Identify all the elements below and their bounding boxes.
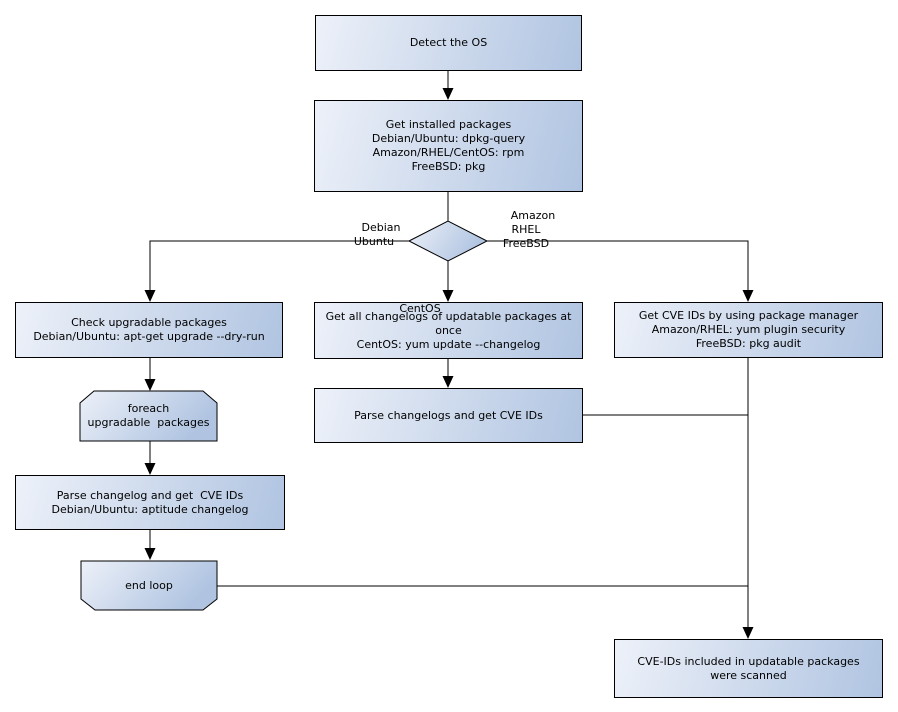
node-end-loop: end loop: [81, 561, 217, 610]
node-get-installed-packages-label: Get installed packages Debian/Ubuntu: dp…: [371, 118, 526, 173]
node-parse-changelogs: Parse changelogs and get CVE IDs: [314, 388, 583, 443]
node-parse-changelogs-label: Parse changelogs and get CVE IDs: [354, 408, 543, 422]
node-parse-changelog-each: Parse changelog and get CVE IDs Debian/U…: [15, 475, 285, 530]
node-get-all-changelogs-label: Get all changelogs of updatable packages…: [325, 309, 572, 351]
arrowhead: [742, 627, 754, 639]
arrowhead: [442, 376, 454, 388]
node-check-upgradable-packages: Check upgradable packages Debian/Ubuntu:…: [15, 302, 283, 358]
node-check-upgradable-packages-label: Check upgradable packages Debian/Ubuntu:…: [33, 316, 265, 343]
node-cve-ids-scanned: CVE-IDs included in updatable packages w…: [614, 639, 883, 698]
arrowhead: [442, 290, 454, 302]
edge-label-debian-ubuntu: Debian Ubuntu: [353, 221, 401, 248]
arrowhead: [144, 463, 156, 475]
arrowhead: [144, 548, 156, 560]
arrowhead: [144, 379, 156, 391]
edge-label-amazon-rhel-freebsd: Amazon RHEL FreeBSD: [502, 209, 556, 250]
node-cve-ids-scanned-label: CVE-IDs included in updatable packages w…: [637, 654, 860, 682]
arrowhead: [742, 290, 754, 302]
node-get-all-changelogs: Get all changelogs of updatable packages…: [314, 302, 583, 359]
node-detect-os-label: Detect the OS: [409, 36, 488, 49]
node-get-cve-ids: Get CVE IDs by using package manager Ama…: [614, 302, 883, 358]
edge-label-centos: CentOS: [399, 302, 441, 315]
arrowhead: [144, 290, 156, 302]
node-end-loop-label: end loop: [125, 578, 173, 592]
end-loop-shape: [80, 560, 218, 611]
node-get-cve-ids-label: Get CVE IDs by using package manager Ama…: [638, 309, 859, 350]
edge-decision-to-right: [487, 240, 749, 301]
edge-decision-to-left: [149, 240, 409, 301]
node-parse-changelog-each-label: Parse changelog and get CVE IDs Debian/U…: [51, 488, 249, 516]
node-detect-os: Detect the OS: [315, 15, 582, 71]
node-get-installed-packages: Get installed packages Debian/Ubuntu: dp…: [314, 100, 583, 192]
node-foreach-loop-label: foreach upgradable packages: [87, 402, 210, 429]
foreach-loop-shape: [79, 390, 218, 442]
decision-diamond: [407, 220, 489, 262]
arrowhead: [442, 88, 454, 100]
node-foreach-loop: foreach upgradable packages: [80, 391, 217, 441]
